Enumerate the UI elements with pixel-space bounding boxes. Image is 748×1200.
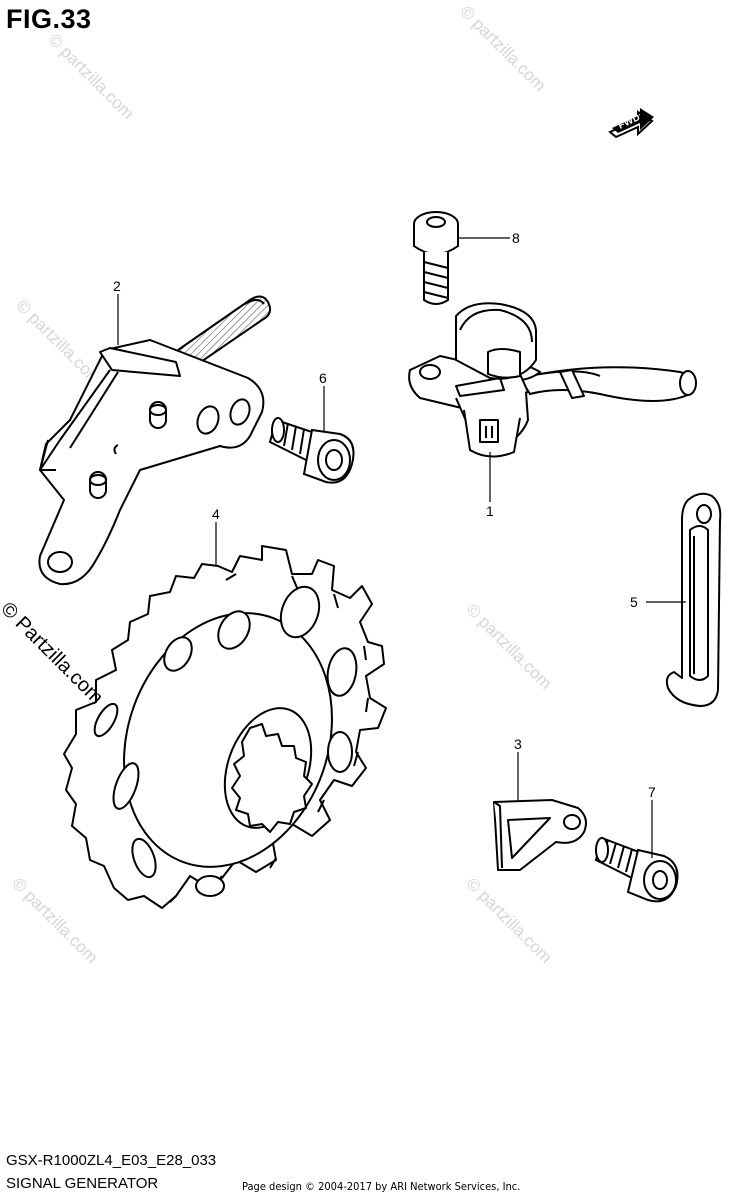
callout-3: 3 xyxy=(514,736,522,752)
fwd-arrow-icon: FWD xyxy=(608,108,654,139)
footer-section-name: SIGNAL GENERATOR xyxy=(6,1175,159,1192)
part-1-sensor xyxy=(408,302,697,458)
callout-1: 1 xyxy=(486,503,494,519)
callout-2: 2 xyxy=(113,278,121,294)
callout-leaders xyxy=(117,237,686,858)
part-2-bracket xyxy=(38,295,271,586)
footer-credit: Page design © 2004-2017 by ARI Network S… xyxy=(242,1180,521,1193)
part-8-bolt xyxy=(413,211,459,305)
callout-6: 6 xyxy=(319,370,327,386)
part-7-bolt xyxy=(594,836,679,903)
figure-title: FIG.33 xyxy=(6,4,92,34)
callout-8: 8 xyxy=(512,230,520,246)
part-4-rotor xyxy=(63,545,387,909)
footer-model-code: GSX-R1000ZL4_E03_E28_033 xyxy=(6,1152,217,1169)
callouts: 2 6 8 1 4 5 3 7 xyxy=(113,230,656,800)
callout-4: 4 xyxy=(212,506,220,522)
callout-7: 7 xyxy=(648,784,656,800)
callout-5: 5 xyxy=(630,594,638,610)
part-5-strap xyxy=(665,492,722,707)
part-6-bolt xyxy=(268,417,355,484)
part-3-bracket xyxy=(493,799,587,871)
